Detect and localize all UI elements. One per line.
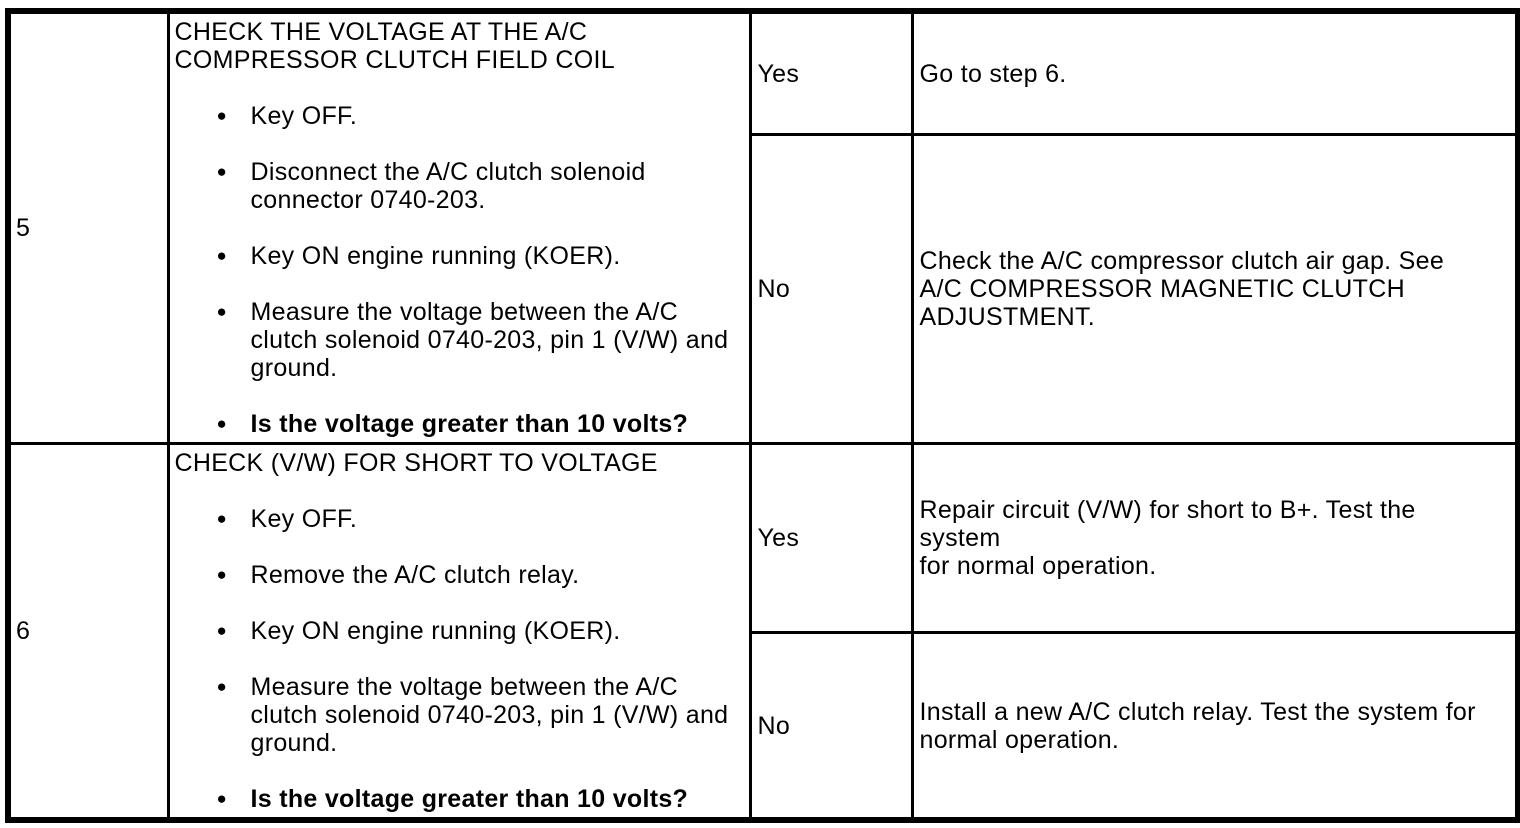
bullet-icon: ● <box>216 246 228 265</box>
bullet-icon: ● <box>216 414 228 433</box>
result-no-label: No <box>757 275 791 304</box>
instruction-item: ● Measure the voltage between the A/C cl… <box>175 298 743 382</box>
action-text: Install a new A/C clutch relay. Test the… <box>919 697 1476 754</box>
instruction-text: Key ON engine running (KOER). <box>250 617 621 645</box>
result-label-cell: No <box>748 631 914 822</box>
table-row-step6-no: No Install a new A/C clutch relay. Test … <box>8 631 1520 822</box>
test-title: CHECK THE VOLTAGE AT THE A/C COMPRESSOR … <box>174 18 615 74</box>
action-cell: Repair circuit (V/W) for short to B+. Te… <box>910 441 1520 635</box>
action-text: Go to step 6. <box>919 59 1067 88</box>
result-yes-label: Yes <box>757 59 800 88</box>
action-text: Repair circuit (V/W) for short to B+. Te… <box>919 496 1416 581</box>
bullet-icon: ● <box>216 677 228 696</box>
action-cell: Install a new A/C clutch relay. Test the… <box>910 631 1520 822</box>
step-number-cell: 5 <box>6 9 170 445</box>
step-number: 5 <box>16 214 31 242</box>
instruction-list: ● Key OFF. ● Remove the A/C clutch relay… <box>175 505 743 813</box>
instruction-text: Is the voltage greater than 10 volts? <box>250 785 689 813</box>
test-description-cell: CHECK THE VOLTAGE AT THE A/C COMPRESSOR … <box>166 9 752 445</box>
instruction-item-question: ● Is the voltage greater than 10 volts? <box>175 785 743 813</box>
action-cell: Check the A/C compressor clutch air gap.… <box>910 133 1520 445</box>
instruction-item: ● Key OFF. <box>175 102 743 130</box>
bullet-icon: ● <box>216 162 228 181</box>
instruction-item: ● Remove the A/C clutch relay. <box>175 561 743 589</box>
test-description-cell: CHECK (V/W) FOR SHORT TO VOLTAGE ● Key O… <box>166 442 752 822</box>
action-cell: Go to step 6. <box>910 9 1520 137</box>
step-number-cell: 6 <box>6 442 170 822</box>
result-yes-label: Yes <box>757 524 800 553</box>
instruction-text: Measure the voltage between the A/C clut… <box>250 673 729 757</box>
result-label-cell: Yes <box>748 9 914 137</box>
result-label-cell: Yes <box>748 441 914 635</box>
table-row-step6-yes: 6 CHECK (V/W) FOR SHORT TO VOLTAGE ● Key… <box>6 441 1520 822</box>
instruction-text: Key OFF. <box>250 505 358 533</box>
table-row-step5-yes: 5 CHECK THE VOLTAGE AT THE A/C COMPRESSO… <box>6 9 1520 445</box>
bullet-icon: ● <box>216 789 228 808</box>
instruction-item: ● Disconnect the A/C clutch solenoid con… <box>175 158 743 214</box>
instruction-item: ● Measure the voltage between the A/C cl… <box>175 673 743 757</box>
instruction-item: ● Key OFF. <box>175 505 743 533</box>
result-label-cell: No <box>748 133 914 445</box>
diagnostic-table: 5 CHECK THE VOLTAGE AT THE A/C COMPRESSO… <box>5 8 1520 823</box>
bullet-icon: ● <box>216 565 228 584</box>
instruction-text: Is the voltage greater than 10 volts? <box>250 410 689 438</box>
instruction-list: ● Key OFF. ● Disconnect the A/C clutch s… <box>175 102 743 438</box>
test-title: CHECK (V/W) FOR SHORT TO VOLTAGE <box>174 449 658 477</box>
instruction-text: Key ON engine running (KOER). <box>250 242 621 270</box>
instruction-item-question: ● Is the voltage greater than 10 volts? <box>175 410 743 438</box>
bullet-icon: ● <box>216 302 228 321</box>
table-row-step5-no: No Check the A/C compressor clutch air g… <box>8 133 1520 445</box>
instruction-item: ● Key ON engine running (KOER). <box>175 242 743 270</box>
instruction-text: Measure the voltage between the A/C clut… <box>250 298 729 382</box>
action-text: Check the A/C compressor clutch air gap.… <box>919 247 1445 332</box>
instruction-text: Remove the A/C clutch relay. <box>250 561 580 589</box>
instruction-text: Disconnect the A/C clutch solenoid conne… <box>250 158 646 214</box>
instruction-item: ● Key ON engine running (KOER). <box>175 617 743 645</box>
result-no-label: No <box>757 711 791 740</box>
instruction-text: Key OFF. <box>250 102 358 130</box>
step-number: 6 <box>16 617 31 645</box>
bullet-icon: ● <box>216 621 228 640</box>
bullet-icon: ● <box>216 509 228 528</box>
bullet-icon: ● <box>216 106 228 125</box>
